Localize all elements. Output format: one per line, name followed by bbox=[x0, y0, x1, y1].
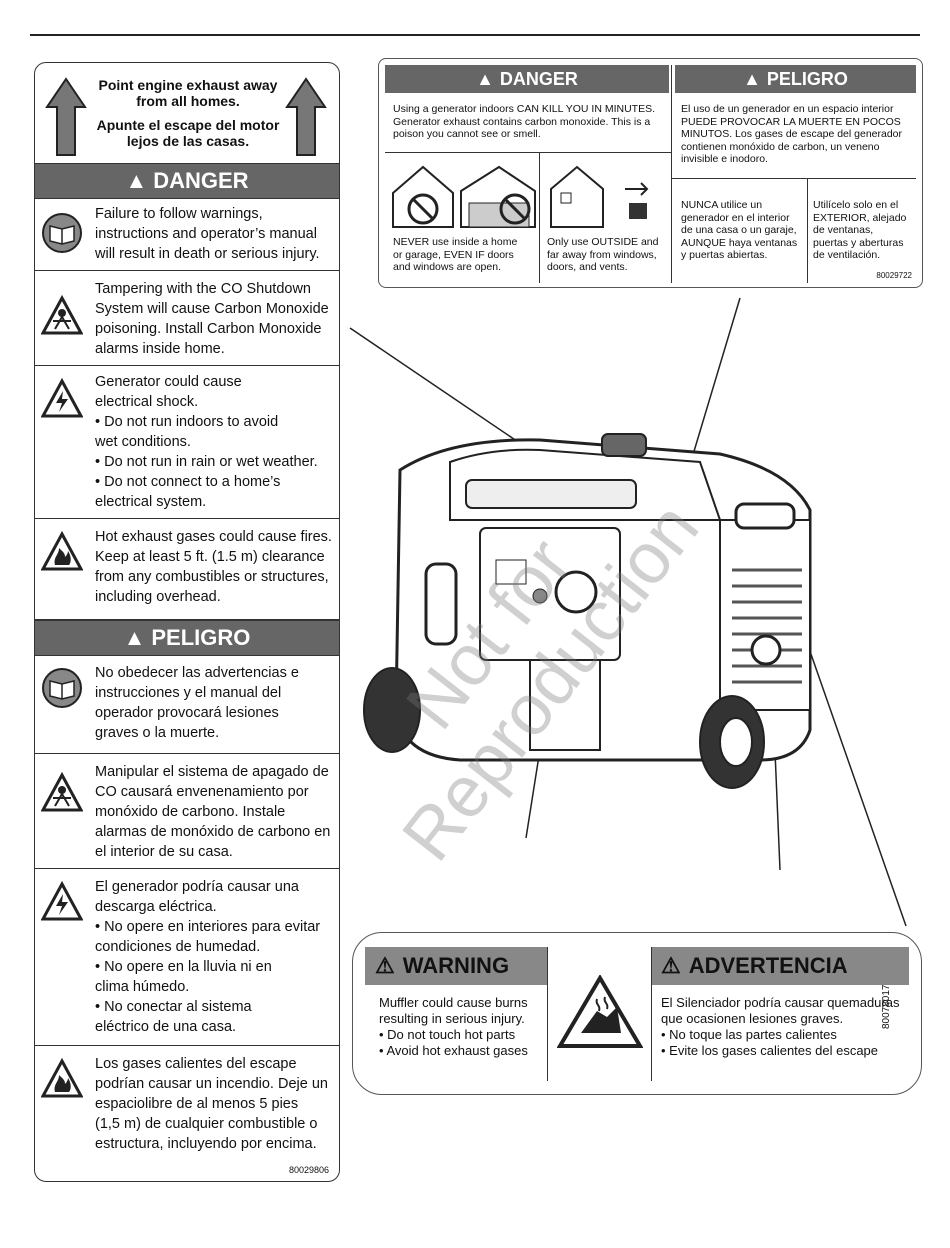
peligro-row-shock: El generador podría causar una descarga … bbox=[35, 869, 339, 1046]
warning-triangle-icon: ▲ bbox=[123, 625, 146, 650]
warning-triangle-icon: ▲ bbox=[125, 168, 148, 193]
danger-row-co: Tampering with the CO Shutdown System wi… bbox=[35, 271, 339, 366]
top-rule bbox=[30, 34, 920, 36]
co-poisoning-icon bbox=[41, 295, 83, 335]
warning-triangle-icon: ▲ bbox=[476, 68, 494, 89]
warning-bar: ⚠ WARNING bbox=[365, 947, 547, 985]
exhaust-header: Point engine exhaust away from all homes… bbox=[35, 63, 339, 163]
peligro-row-fire: Los gases calientes del escape podrían c… bbox=[35, 1046, 339, 1181]
left-safety-label: Point engine exhaust away from all homes… bbox=[34, 62, 340, 1182]
peligro-text: El generador podría causar una descarga … bbox=[95, 879, 321, 1035]
peligro-row-co: Manipular el sistema de apagado de CO ca… bbox=[35, 754, 339, 869]
electrical-shock-icon bbox=[41, 881, 83, 921]
outdoor-use-icon bbox=[550, 165, 649, 228]
manual-book-icon bbox=[42, 668, 82, 708]
danger-row-fire: Hot exhaust gases could cause fires. Kee… bbox=[35, 519, 339, 620]
danger-text: Generator could cause electrical shock. … bbox=[95, 374, 318, 510]
co-danger-label: ▲ DANGER ▲ PELIGRO Using a generator ind… bbox=[378, 58, 923, 288]
danger-heading: DANGER bbox=[499, 68, 578, 89]
warning-label-serial: 80078017 bbox=[881, 984, 892, 1030]
warning-text-en: Muffler could cause burns resulting in s… bbox=[379, 995, 528, 1058]
warning-triangle-icon: ▲ bbox=[743, 68, 761, 89]
peligro-bar: ▲ PELIGRO bbox=[675, 65, 916, 93]
warning-triangle-icon: ⚠ bbox=[661, 953, 681, 978]
warning-heading: WARNING bbox=[402, 953, 510, 978]
danger-row-shock: Generator could cause electrical shock. … bbox=[35, 366, 339, 519]
peligro-bar: ▲ PELIGRO bbox=[35, 620, 339, 656]
left-label-serial: 80029806 bbox=[288, 1165, 329, 1175]
header-spanish: Apunte el escape del motor lejos de las … bbox=[96, 117, 280, 149]
never-indoor-text: NEVER use inside a home or garage, EVEN … bbox=[393, 236, 518, 273]
advertencia-bar: ⚠ ADVERTENCIA bbox=[651, 947, 909, 985]
danger-bar: ▲ DANGER bbox=[35, 163, 339, 199]
danger-bar: ▲ DANGER bbox=[385, 65, 669, 93]
arrow-up-icon bbox=[45, 77, 87, 156]
danger-row-manual: Failure to follow warnings, instructions… bbox=[35, 198, 339, 271]
danger-text: Tampering with the CO Shutdown System wi… bbox=[95, 281, 329, 357]
danger-heading: DANGER bbox=[153, 168, 249, 193]
peligro-heading: PELIGRO bbox=[151, 625, 251, 650]
nunca-text: NUNCA utilice un generador en el interio… bbox=[681, 199, 798, 261]
warning-triangle-icon: ⚠ bbox=[375, 953, 395, 978]
hot-surface-icon bbox=[557, 975, 643, 1048]
electrical-shock-icon bbox=[41, 378, 83, 418]
peligro-text: No obedecer las advertencias e instrucci… bbox=[95, 665, 299, 741]
peligro-row-manual: No obedecer las advertencias e instrucci… bbox=[35, 655, 339, 754]
fire-icon bbox=[41, 1058, 83, 1098]
header-english: Point engine exhaust away from all homes… bbox=[98, 77, 278, 109]
peligro-text-es: El uso de un generador en un espacio int… bbox=[681, 103, 903, 165]
manual-book-icon bbox=[42, 213, 82, 253]
danger-text: Hot exhaust gases could cause fires. Kee… bbox=[95, 529, 332, 605]
no-indoor-use-icon bbox=[392, 165, 536, 228]
top-label-serial: 80029722 bbox=[876, 271, 912, 280]
peligro-text: Los gases calientes del escape podrían c… bbox=[95, 1056, 328, 1152]
danger-text-en: Using a generator indoors CAN KILL YOU I… bbox=[393, 103, 656, 140]
muffler-warning-label: ⚠ WARNING ⚠ ADVERTENCIA Muffler could ca… bbox=[352, 932, 922, 1095]
peligro-text: Manipular el sistema de apagado de CO ca… bbox=[95, 764, 331, 860]
only-outside-text: Only use OUTSIDE and far away from windo… bbox=[547, 236, 659, 273]
peligro-heading: PELIGRO bbox=[766, 68, 848, 89]
fire-icon bbox=[41, 531, 83, 571]
utilicelo-text: Utilícelo solo en el EXTERIOR, alejado d… bbox=[813, 199, 907, 261]
warning-text-es: El Silenciador podría causar quemaduras … bbox=[661, 995, 900, 1058]
co-poisoning-icon bbox=[41, 772, 83, 812]
generator-illustration bbox=[349, 297, 907, 927]
arrow-up-icon bbox=[285, 77, 327, 156]
advertencia-heading: ADVERTENCIA bbox=[688, 953, 848, 978]
danger-text: Failure to follow warnings, instructions… bbox=[95, 206, 320, 262]
